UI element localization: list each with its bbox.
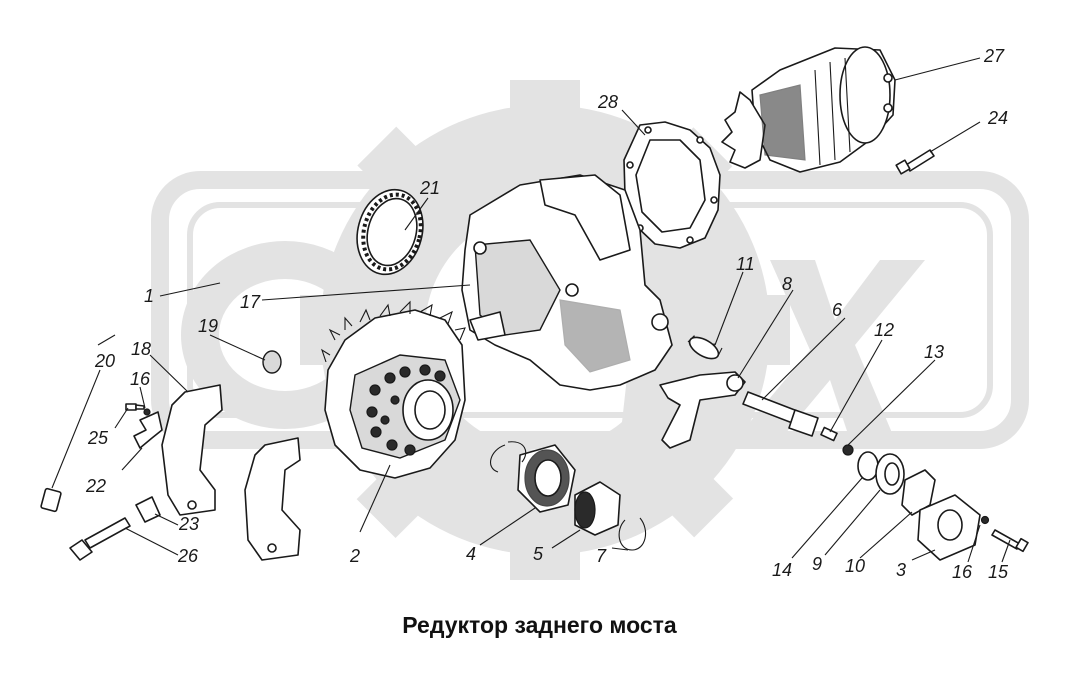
part-19-bushing: [262, 350, 282, 374]
part-20-stud: [40, 487, 62, 513]
callout-27: 27: [983, 46, 1005, 66]
part-13-ring: [842, 444, 854, 456]
part-25-bolt: [125, 403, 145, 411]
callout-16-right: 16: [952, 562, 973, 582]
callout-11: 11: [736, 254, 755, 274]
diagram-caption: Редуктор заднего моста: [402, 612, 677, 638]
part-14-ring: [857, 451, 879, 481]
callout-1: 1: [144, 286, 154, 306]
part-16-washer-right: [980, 515, 990, 525]
callout-13: 13: [924, 342, 944, 362]
callout-8: 8: [782, 274, 792, 294]
callout-28: 28: [597, 92, 618, 112]
callout-labels: 1 2 3 4 5 6 7 8 9 10 11 12 13 14 15 16 1…: [85, 46, 1009, 582]
callout-10: 10: [845, 556, 865, 576]
callout-6: 6: [832, 300, 843, 320]
part-16-washer-left: [143, 408, 151, 416]
part-6-shaft: [742, 391, 819, 437]
part-28-gasket: [623, 121, 721, 249]
part-9-seal: [875, 453, 905, 495]
callout-9: 9: [812, 554, 822, 574]
part-2-differential: [320, 300, 466, 479]
part-17-housing: [461, 174, 673, 391]
part-3-cover: [917, 494, 981, 561]
part-22-lock-plate: [133, 411, 163, 449]
part-7-circlip: [618, 517, 647, 551]
leader-lines: [51, 57, 1011, 563]
part-5-bushing: [574, 481, 621, 536]
callout-15: 15: [988, 562, 1009, 582]
callout-7: 7: [596, 546, 607, 566]
part-23-plate: [135, 496, 161, 523]
callout-2: 2: [349, 546, 360, 566]
part-4-retaining-ring: [490, 441, 527, 473]
part-11-spring: [687, 334, 723, 360]
part-24-bolt: [895, 149, 935, 175]
callout-25: 25: [87, 428, 109, 448]
callout-5: 5: [533, 544, 544, 564]
part-15-bolt: [991, 529, 1029, 553]
part-18-bearing-cap: [161, 384, 223, 516]
callout-17: 17: [240, 292, 261, 312]
callout-18: 18: [131, 339, 151, 359]
callout-21: 21: [419, 178, 440, 198]
callout-22: 22: [85, 476, 106, 496]
part-27-drive-pinion: [721, 46, 896, 173]
part-8-shift-fork: [659, 371, 746, 449]
callout-4: 4: [466, 544, 476, 564]
callout-20: 20: [94, 351, 115, 371]
part-18-bearing-cap-2: [244, 437, 301, 561]
callout-12: 12: [874, 320, 894, 340]
part-26-bolt: [69, 517, 131, 561]
callout-3: 3: [896, 560, 906, 580]
callout-24: 24: [987, 108, 1008, 128]
callout-26: 26: [177, 546, 199, 566]
callout-23: 23: [178, 514, 199, 534]
callout-19: 19: [198, 316, 218, 336]
part-4-bearing: [517, 444, 576, 513]
callout-14: 14: [772, 560, 792, 580]
part-21-bearing: [356, 188, 424, 276]
callout-16-left: 16: [130, 369, 151, 389]
